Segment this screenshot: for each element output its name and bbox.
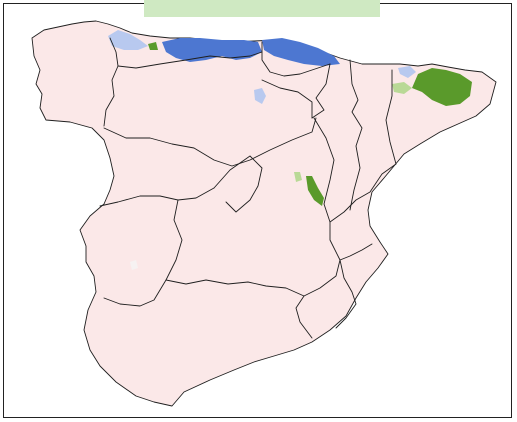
border-valencia-murcia: [339, 243, 373, 261]
border-murcia: [335, 259, 357, 329]
border-valencia: [329, 163, 397, 223]
zone-green-light-pyrenees: [392, 82, 412, 94]
border-aragon-catalonia: [385, 69, 397, 165]
zone-blue-basque: [262, 38, 340, 66]
zone-blue-cantabria-asturias: [162, 38, 262, 62]
zone-green-central: [306, 176, 324, 206]
zone-blue-patch-north: [254, 88, 266, 104]
border-extremadura-north: [99, 187, 215, 207]
zone-light-extremadura: [130, 260, 138, 270]
border-asturias-castile: [117, 51, 263, 69]
border-castile-leon-south: [103, 117, 317, 167]
border-navarra-aragon: [349, 59, 363, 211]
zone-blue-patch-east: [398, 66, 416, 78]
zone-green-small-nw: [148, 42, 158, 50]
zone-green-pyrenees: [412, 68, 472, 106]
border-murcia-andalusia: [295, 295, 313, 339]
border-galicia: [103, 37, 119, 127]
border-cantabria-basque: [261, 41, 331, 77]
zone-blue-west: [108, 30, 148, 50]
border-la-rioja: [261, 79, 313, 119]
zone-green-light-central: [294, 172, 302, 182]
border-basque-navarra: [311, 63, 331, 119]
border-madrid: [213, 155, 263, 213]
header-strip: [144, 0, 380, 17]
border-castilla-la-mancha-east: [165, 117, 341, 297]
